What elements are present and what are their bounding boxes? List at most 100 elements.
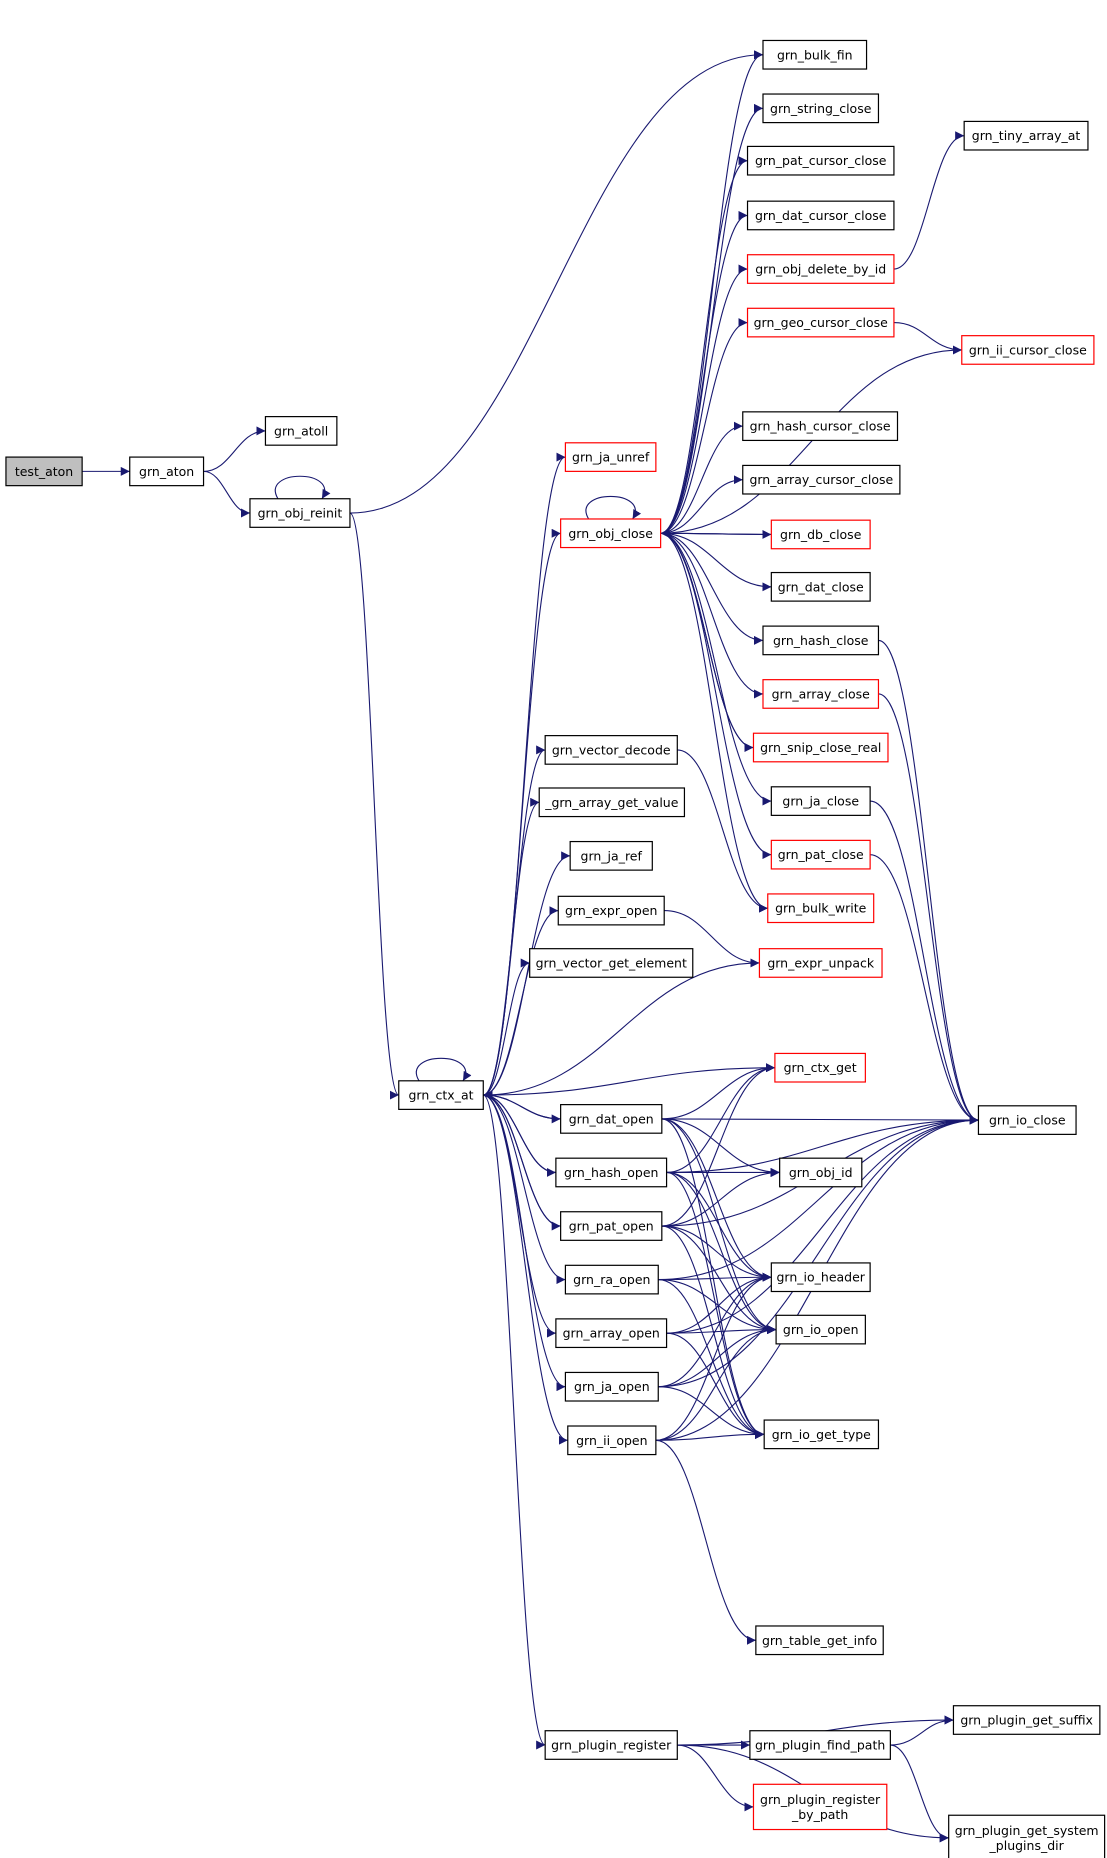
node-grn-plugin-get-system-plugins-dir[interactable]: grn_plugin_get_system_plugins_dir <box>948 1814 1106 1858</box>
node-box <box>752 1783 888 1831</box>
node-box <box>398 1080 484 1110</box>
edge-grn_ra_open-to-grn_io_open <box>658 1279 777 1335</box>
edge-grn_plugin_register-to-grn_plugin_register_by_path <box>677 1744 754 1812</box>
node-test-aton[interactable]: test_aton <box>5 456 83 487</box>
edge-grn_ctx_at-to-grn_expr_open <box>483 906 559 1096</box>
node-box <box>762 625 880 656</box>
node-label: grn_array_close <box>772 686 871 701</box>
edge-grn_ja_close-to-grn_io_close <box>870 800 979 1125</box>
edge-grn_ctx_at-to-grn_ja_unref <box>483 452 566 1096</box>
edge-grn_ctx_get-to-grn_ctx_at <box>483 1067 775 1100</box>
node-box <box>752 732 889 763</box>
node-grn-table-get-info[interactable]: grn_table_get_info <box>755 1625 884 1656</box>
edge-grn_ctx_at-to-grn_ra_open <box>483 1094 566 1285</box>
node-grn-ja-open[interactable]: grn_ja_open <box>564 1371 659 1402</box>
node-grn-ii-open[interactable]: grn_ii_open <box>567 1425 657 1456</box>
node-grn-pat-cursor-close[interactable]: grn_pat_cursor_close <box>746 145 895 176</box>
node-grn-bulk-write[interactable]: grn_bulk_write <box>767 893 875 924</box>
node-box <box>770 571 871 602</box>
edge-layer <box>82 50 979 1843</box>
edge-grn_pat_open-to-grn_ctx_at <box>483 1090 561 1227</box>
node-box <box>763 1419 880 1450</box>
node-grn-hash-open[interactable]: grn_hash_open <box>555 1157 668 1188</box>
node-grn-plugin-register[interactable]: grn_plugin_register <box>544 1730 678 1760</box>
node-grn-pat-open[interactable]: grn_pat_open <box>560 1211 663 1241</box>
node-box <box>977 1105 1077 1135</box>
node-label: grn_vector_get_element <box>536 955 687 970</box>
node-grn-ra-open[interactable]: grn_ra_open <box>564 1264 659 1295</box>
node-box <box>952 1705 1101 1735</box>
node-layer: test_aton grn_aton grn_atoll grn_obj_reinit… <box>5 39 1106 1858</box>
node-box <box>758 948 883 978</box>
node-box <box>564 1264 659 1295</box>
node-grn-pat-close[interactable]: grn_pat_close <box>770 839 871 870</box>
node-grn-dat-open[interactable]: grn_dat_open <box>560 1104 663 1134</box>
edge-grn_hash_open-to-grn_ctx_at <box>483 1090 556 1174</box>
node-label: grn_plugin_get_system <box>955 1823 1099 1838</box>
edge-grn_obj_close-to-grn_dat_close <box>660 532 772 592</box>
node-grn-plugin-get-suffix[interactable]: grn_plugin_get_suffix <box>952 1705 1101 1735</box>
node-box <box>767 893 875 924</box>
node-grn-io-get-type[interactable]: grn_io_get_type <box>763 1419 880 1450</box>
node-grn-obj-delete-by-id[interactable]: grn_obj_delete_by_id <box>746 254 895 284</box>
node-grn-vector-get-element[interactable]: grn_vector_get_element <box>529 948 694 978</box>
node-grn-expr-open[interactable]: grn_expr_open <box>557 895 665 926</box>
node-grn-ii-cursor-close[interactable]: grn_ii_cursor_close <box>961 335 1095 365</box>
node-grn-bulk-fin[interactable]: grn_bulk_fin <box>762 39 868 70</box>
node-box <box>5 456 83 487</box>
node-label: grn_vector_decode <box>552 742 671 757</box>
node-box <box>538 787 686 818</box>
node-grn-tiny-array-at[interactable]: grn_tiny_array_at <box>963 120 1089 151</box>
node-grn-snip-close-real[interactable]: grn_snip_close_real <box>752 732 889 763</box>
node-grn-dat-cursor-close[interactable]: grn_dat_cursor_close <box>746 200 895 231</box>
node-box <box>560 518 662 549</box>
node-grn-expr-unpack[interactable]: grn_expr_unpack <box>758 948 883 978</box>
node-grn-ctx-at[interactable]: grn_ctx_at <box>398 1080 484 1110</box>
node-grn-dat-close[interactable]: grn_dat_close <box>770 571 871 602</box>
node-grn-io-header[interactable]: grn_io_header <box>770 1262 871 1293</box>
node-box <box>569 840 653 871</box>
edge-grn_ra_open-to-grn_io_get_type <box>658 1279 765 1439</box>
node-box <box>746 254 895 284</box>
edge-grn_obj_close-to-grn_array_cursor_close <box>660 475 743 534</box>
node-label: grn_string_close <box>770 101 872 116</box>
node-grn-obj-close[interactable]: grn_obj_close <box>560 518 662 549</box>
node-grn-atoll[interactable]: grn_atoll <box>264 416 338 446</box>
edge-grn_expr_unpack-to-grn_ctx_at <box>483 962 760 1100</box>
node-grn-array-cursor-close[interactable]: grn_array_cursor_close <box>742 464 901 495</box>
node-grn-aton[interactable]: grn_aton <box>129 456 205 487</box>
node-label: grn_obj_reinit <box>258 506 343 521</box>
node-grn-ctx-get[interactable]: grn_ctx_get <box>774 1052 866 1083</box>
node-grn-ja-unref[interactable]: grn_ja_unref <box>564 442 657 472</box>
node-grn-obj-id[interactable]: grn_obj_id <box>779 1157 863 1188</box>
edge-grn_obj_close-to-grn_array_close <box>660 532 763 699</box>
node-grn-db-close[interactable]: grn_db_close <box>770 519 871 550</box>
edge-grn_ii_open-to-grn_io_open <box>655 1325 777 1441</box>
node-label: grn_bulk_fin <box>777 47 853 62</box>
edge-grn_obj_close-to-grn_dat_cursor_close <box>660 211 748 534</box>
node-grn-io-close[interactable]: grn_io_close <box>977 1105 1077 1135</box>
node-grn-string-close[interactable]: grn_string_close <box>762 93 880 124</box>
node-label: grn_aton <box>139 464 194 479</box>
edge-grn_ctx_at-to-grn_ctx_at <box>415 1057 472 1082</box>
node-grn-plugin-find-path[interactable]: grn_plugin_find_path <box>749 1730 891 1760</box>
node-grn-vector-decode[interactable]: grn_vector_decode <box>544 735 678 765</box>
node-grn-ja-ref[interactable]: grn_ja_ref <box>569 840 653 871</box>
node-grn-array-open[interactable]: grn_array_open <box>555 1318 668 1349</box>
node-grn-io-open[interactable]: grn_io_open <box>775 1314 866 1345</box>
node--grn-array-get-value[interactable]: _grn_array_get_value <box>538 787 686 818</box>
node-grn-ja-close[interactable]: grn_ja_close <box>770 786 871 816</box>
node-grn-array-close[interactable]: grn_array_close <box>762 679 880 709</box>
node-grn-geo-cursor-close[interactable]: grn_geo_cursor_close <box>746 307 895 338</box>
node-grn-hash-close[interactable]: grn_hash_close <box>762 625 880 656</box>
node-label: _plugins_dir <box>989 1838 1065 1853</box>
node-grn-plugin-register-by-path[interactable]: grn_plugin_register_by_path <box>752 1783 888 1831</box>
edge-grn_aton-to-grn_obj_reinit <box>203 470 251 518</box>
node-grn-obj-reinit[interactable]: grn_obj_reinit <box>249 498 351 528</box>
node-label: grn_io_open <box>783 1322 859 1337</box>
node-grn-hash-cursor-close[interactable]: grn_hash_cursor_close <box>742 411 899 442</box>
node-label: grn_ra_open <box>573 1272 650 1287</box>
edge-grn_pat_close-to-grn_io_close <box>870 854 979 1125</box>
node-box <box>746 145 895 176</box>
edge-grn_ctx_at-to-grn_vector_get_element <box>483 958 530 1096</box>
